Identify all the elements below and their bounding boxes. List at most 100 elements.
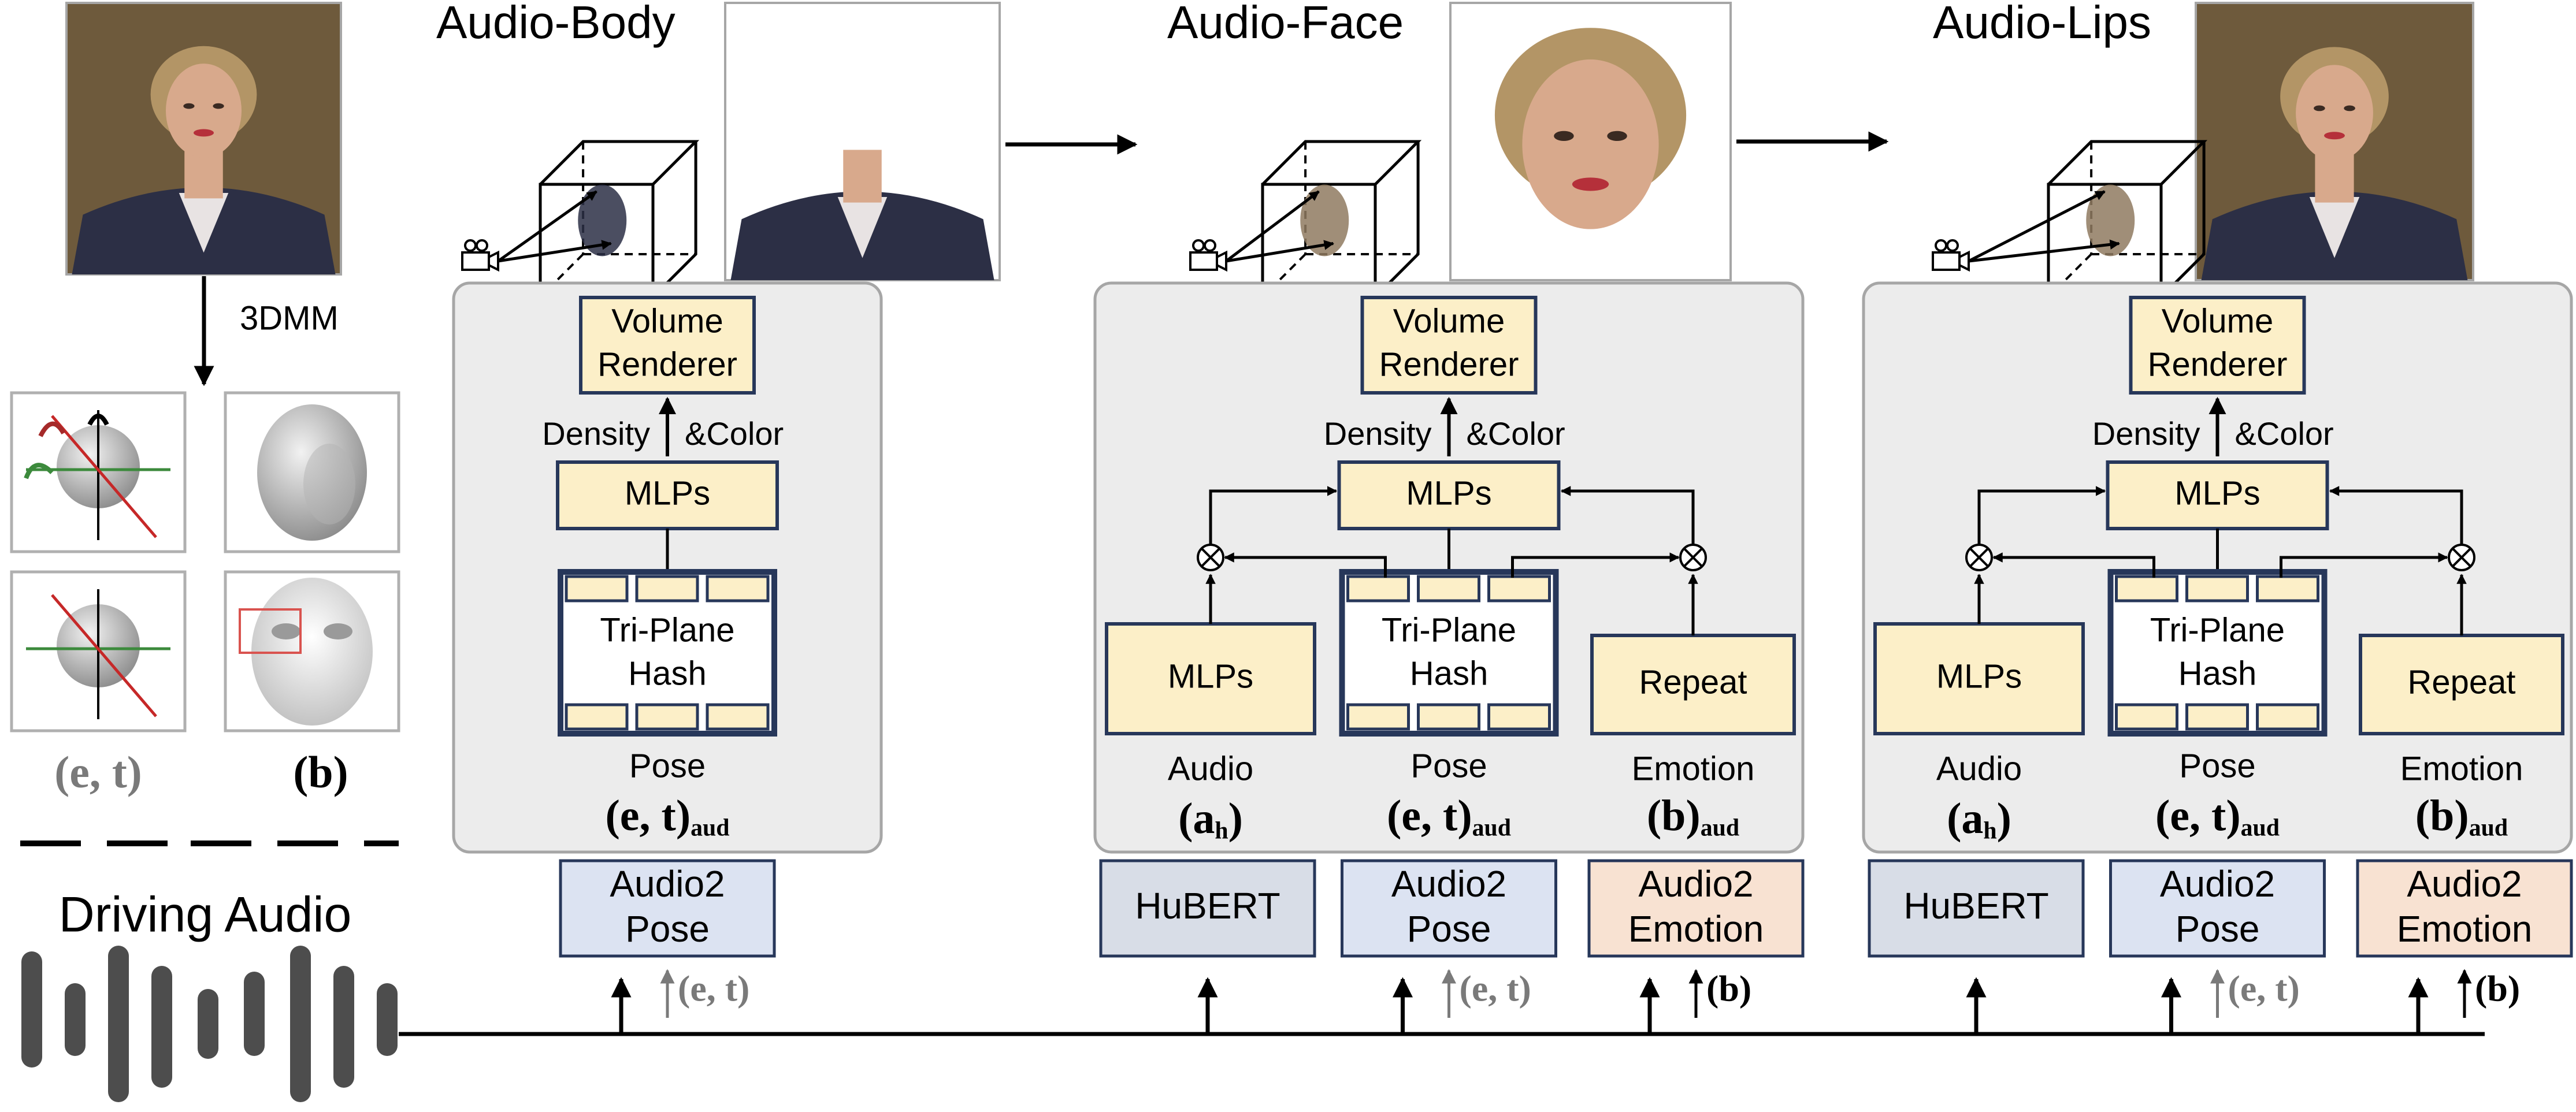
- triplane-cell: [1417, 575, 1480, 603]
- mlps-label: MLPs: [625, 474, 710, 512]
- arrow-mult-to-mlps: [1560, 486, 1695, 545]
- axis-red: [51, 594, 157, 717]
- camera-body: [1932, 251, 1961, 271]
- pose-module-box: [559, 859, 776, 958]
- emotion-module-box: [1587, 859, 1805, 958]
- cube-hidden-edge: [2047, 253, 2092, 298]
- eye-shape: [1607, 131, 1627, 142]
- arrow-triplane-to-audio-mult: [1224, 552, 1387, 578]
- eye-shape: [1554, 131, 1574, 142]
- pose-param-label: (e, t)aud: [1387, 791, 1511, 841]
- triplane-cell: [2256, 703, 2319, 731]
- cube-top: [1261, 140, 1422, 185]
- otimes-stroke: [1969, 548, 1989, 567]
- input-column: 3DMM(e, t)(b)Driving Audio: [10, 2, 2485, 1102]
- stage-title: Audio-Body: [436, 0, 675, 48]
- camera-icon: [1932, 239, 1970, 272]
- face-shape: [165, 64, 242, 158]
- hubert-module-label: HuBERT: [1135, 885, 1280, 927]
- pose-label: Pose: [1411, 747, 1487, 784]
- param-label-et: (e, t): [54, 747, 142, 797]
- camera-reel: [464, 239, 477, 252]
- emotion-param-label: (b)aud: [1647, 791, 1739, 841]
- stage-audio-face: Audio-FaceVolumeRendererDensity&ColorMLP…: [1093, 0, 1805, 1034]
- arrow-triplane-to-audio-mult: [1992, 552, 2155, 578]
- hubert-module-box: [1099, 859, 1316, 958]
- triplane-cell: [1346, 703, 1410, 731]
- rendered-volume-blob: [1300, 184, 1349, 256]
- face-shape: [2296, 65, 2373, 161]
- otimes-stroke: [1683, 548, 1703, 567]
- volume-renderer-box: [1360, 296, 1538, 395]
- camera-ray: [497, 190, 597, 263]
- blouse-shape: [837, 197, 888, 258]
- pose-module-line2: Pose: [1407, 908, 1491, 950]
- blouse-shape: [179, 193, 229, 253]
- eye-shape: [2344, 105, 2355, 111]
- arrow-mult-to-mlps: [1209, 486, 1338, 545]
- volume-renderer-line2: Renderer: [597, 345, 737, 383]
- emotion-module-line1: Audio2: [1638, 863, 1753, 905]
- camera-body: [461, 251, 490, 271]
- otimes-stroke: [1201, 548, 1220, 567]
- emotion-module-line2: Emotion: [2397, 908, 2533, 950]
- audio-label: Audio: [1936, 750, 2022, 787]
- eye-shape: [183, 103, 195, 109]
- mlps-box: [556, 460, 779, 530]
- pose-module-line2: Pose: [2176, 908, 2260, 950]
- stage-audio-body: Audio-BodyVolumeRendererDensity&ColorMLP…: [436, 0, 1001, 1034]
- pose-label: Pose: [2179, 747, 2255, 784]
- arrow-triplane-to-emotion-mult: [1511, 552, 1680, 578]
- rendered-volume-blob: [2086, 184, 2135, 256]
- color-label: &Color: [685, 415, 784, 452]
- pose-param-label: (e, t)aud: [605, 791, 729, 841]
- triplane-line1: Tri-Plane: [2150, 611, 2285, 649]
- camera-lens: [1216, 250, 1227, 272]
- cube-top: [539, 140, 700, 185]
- module-input-label: (e, t): [2228, 968, 2300, 1009]
- mask-eye: [272, 623, 300, 639]
- face-render-image: [1449, 2, 1732, 281]
- 3dmm-thumbnail: [224, 391, 400, 553]
- mlps-box: [1337, 460, 1561, 530]
- eye-shape: [2314, 105, 2325, 111]
- camera-ray: [1226, 240, 1334, 263]
- body-render-image: [724, 2, 1001, 281]
- mlps-label: MLPs: [2174, 474, 2260, 512]
- triplane-cell: [635, 575, 699, 603]
- camera-ray: [498, 240, 612, 263]
- pose-module-box: [1341, 859, 1557, 958]
- 3dmm-thumbnail: [10, 391, 187, 553]
- camera-ray: [1225, 190, 1320, 262]
- emotion-module-line2: Emotion: [1628, 908, 1764, 950]
- color-label: &Color: [1467, 415, 1565, 452]
- label-3dmm: 3DMM: [240, 299, 339, 337]
- pose-module-line1: Audio2: [1391, 863, 1506, 905]
- triplane-cell: [2256, 575, 2319, 603]
- volume-renderer-line1: Volume: [2162, 302, 2273, 340]
- pose-module-line1: Audio2: [610, 863, 725, 905]
- volume-renderer-box: [2129, 296, 2306, 395]
- multiply-emotion-icon: [1679, 544, 1707, 571]
- mask-eye: [324, 623, 352, 639]
- axis-red: [51, 415, 157, 538]
- lips-shape: [2324, 132, 2345, 140]
- triplane-cell: [635, 703, 699, 731]
- portrait-image: [65, 2, 342, 276]
- triplane-line2: Hash: [2178, 654, 2256, 692]
- camera-reel: [1204, 239, 1216, 252]
- volume-renderer-line2: Renderer: [1379, 345, 1519, 383]
- rotation-red-icon: [38, 421, 66, 437]
- pose-module-line2: Pose: [625, 908, 710, 950]
- hubert-module-label: HuBERT: [1903, 885, 2048, 927]
- triplane-cell: [2185, 703, 2249, 731]
- face-shading: [303, 444, 355, 525]
- triplane-cell: [2115, 703, 2178, 731]
- emotion-param-label: (b)aud: [2415, 791, 2508, 841]
- otimes-stroke: [2452, 548, 2471, 567]
- audio-param-label: (ah): [1947, 794, 2011, 844]
- triplane-line1: Tri-Plane: [600, 611, 734, 649]
- mlps-label: MLPs: [1406, 474, 1491, 512]
- triplane-cell: [565, 703, 629, 731]
